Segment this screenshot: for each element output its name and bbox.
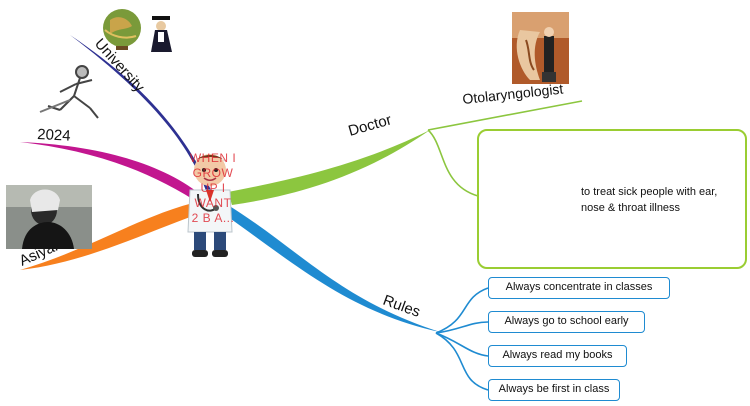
robot-runner-image: [39, 65, 99, 119]
central-topic-text: WHEN I GROW UP I WANT 2 B A...: [183, 151, 243, 226]
rule-item[interactable]: Always go to school early: [488, 311, 645, 333]
central-topic-line: 2 B A...: [191, 211, 235, 225]
central-topic-line: UP I: [200, 181, 226, 195]
rule-item[interactable]: Always concentrate in classes: [488, 277, 670, 299]
rule-item[interactable]: Always be first in class: [488, 379, 620, 401]
rule-item[interactable]: Always read my books: [488, 345, 627, 367]
otolaryngologist-image: [512, 12, 569, 84]
branch-doctor: [228, 130, 430, 205]
branch-label-otolaryngologist: Otolaryngologist: [462, 80, 564, 106]
asiyah-photo: [6, 185, 92, 249]
branch-label-rules: Rules: [381, 292, 423, 321]
central-topic-line: GROW: [192, 166, 234, 180]
university-image: [103, 9, 172, 52]
branch-2024: [20, 142, 205, 206]
central-topic-line: WANT: [194, 196, 232, 210]
branch-asiyah: [20, 200, 210, 270]
central-topic-line: WHEN I: [189, 151, 237, 165]
branch-label-2024: 2024: [37, 126, 71, 145]
branch-label-doctor: Doctor: [346, 111, 393, 140]
branch-rules: [224, 205, 440, 332]
rules-connectors: [435, 287, 489, 391]
doctor-note-connector: [427, 129, 479, 197]
doctor-note-box[interactable]: to treat sick people with ear, nose & th…: [477, 129, 747, 269]
doctor-note-text: to treat sick people with ear, nose & th…: [581, 186, 718, 214]
central-doctor-figure: [187, 154, 233, 257]
otolaryngologist-line: [427, 100, 583, 131]
